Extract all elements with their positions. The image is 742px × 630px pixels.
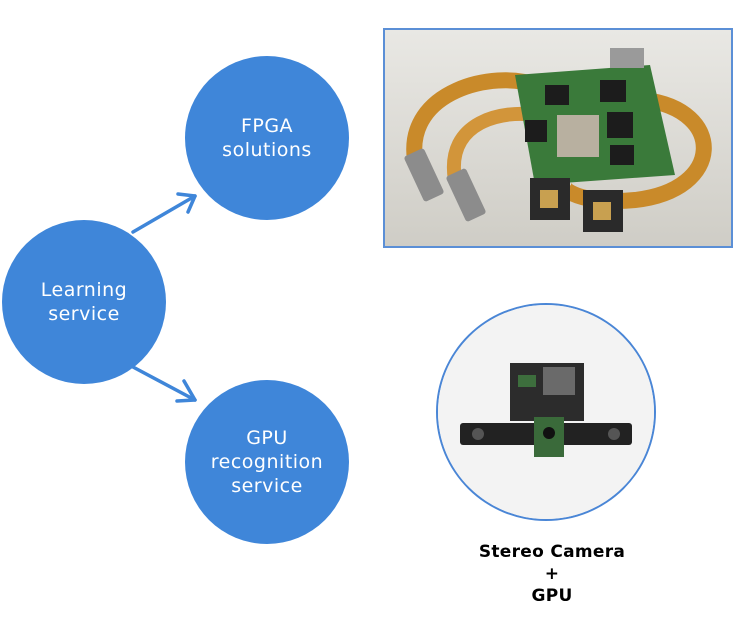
gpu-label-line2: recognition	[210, 451, 324, 473]
caption-line1: Stereo Camera	[478, 542, 626, 562]
arrow-to-fpga	[131, 192, 197, 234]
fpga-label-line1: FPGA	[240, 115, 294, 137]
arrow-to-gpu	[131, 365, 197, 403]
fpga-label-line2: solutions	[222, 139, 312, 161]
stereo-camera-caption: Stereo Camera + GPU	[447, 541, 657, 607]
gpu-label-line3: service	[231, 475, 303, 497]
gpu-recognition-node: GPU recognition service	[185, 380, 349, 544]
learning-service-node: Learning service	[2, 220, 166, 384]
stereo-camera-photo	[436, 303, 656, 521]
caption-line2: +	[544, 564, 560, 584]
fpga-board-photo	[383, 28, 733, 248]
caption-line3: GPU	[531, 586, 573, 606]
gpu-label-line1: GPU	[246, 427, 288, 449]
learning-service-label-line1: Learning	[40, 279, 128, 301]
learning-service-label-line2: service	[48, 303, 120, 325]
fpga-solutions-node: FPGA solutions	[185, 56, 349, 220]
